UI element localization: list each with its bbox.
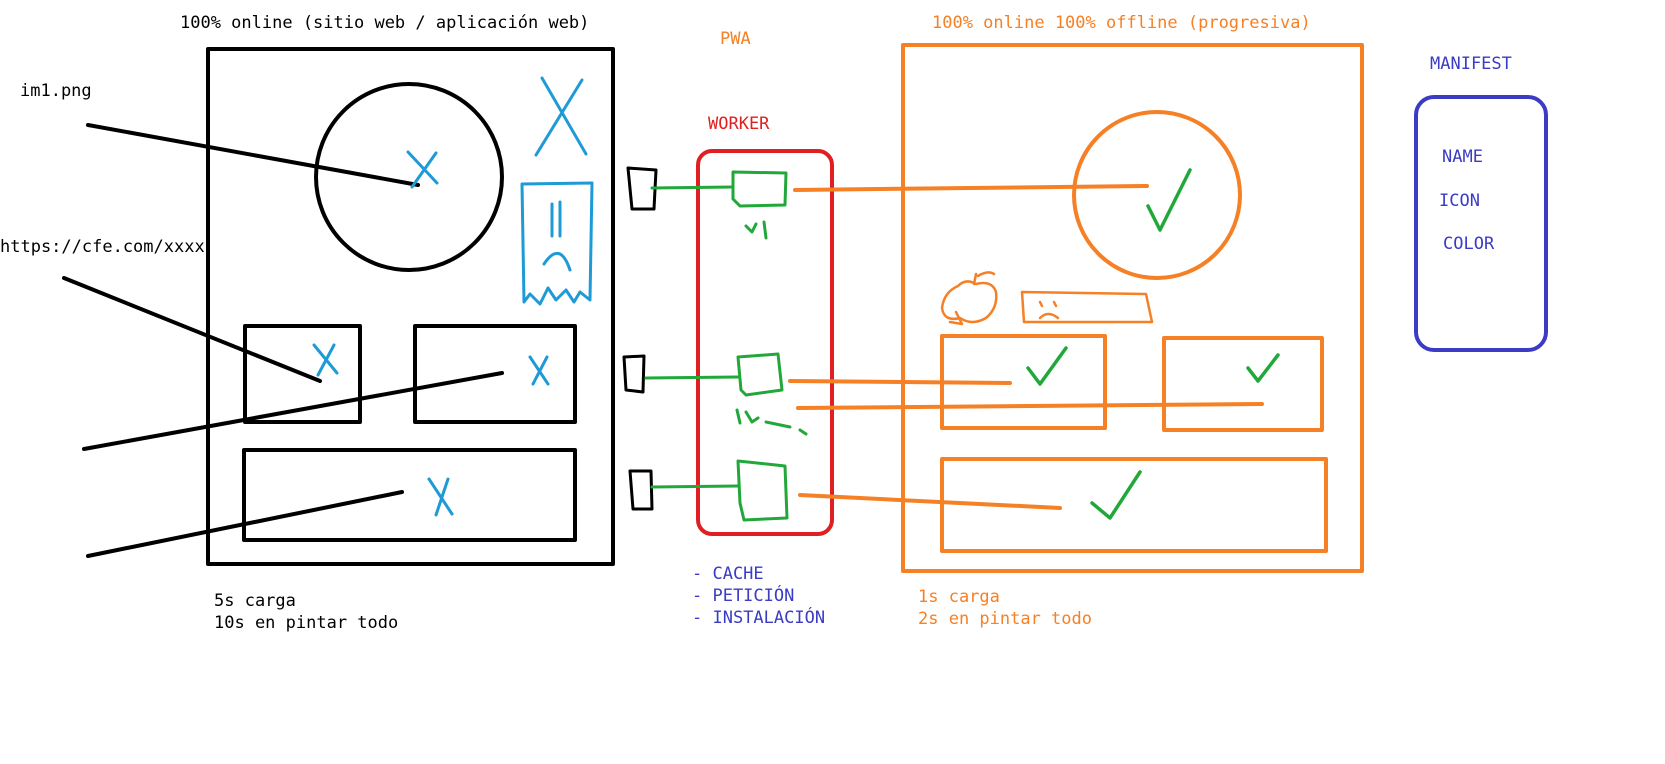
- progressive-metric-load: 1s carga: [918, 587, 1000, 607]
- cache-size-mark: [735, 408, 808, 436]
- cache-link: [650, 484, 740, 489]
- cache-item: [736, 459, 789, 522]
- progressive-hero-circle: [1072, 110, 1242, 280]
- check-icon: [1090, 470, 1142, 520]
- cache-link: [644, 375, 740, 380]
- sad-face-icon: [1020, 290, 1154, 324]
- torn-page-icon: [520, 181, 594, 306]
- request-cups: [622, 166, 658, 511]
- manifest-field-icon: ICON: [1439, 191, 1480, 211]
- progressive-block-wide: [940, 457, 1328, 553]
- progressive-block-medium: [1162, 336, 1324, 432]
- worker-title: WORKER: [708, 114, 770, 134]
- online-site: [206, 47, 615, 566]
- url-resource-label: https://cfe.com/xxxx: [0, 237, 205, 257]
- check-icon: [1246, 353, 1280, 383]
- cache-item: [731, 170, 788, 208]
- link-block-small: [788, 379, 1012, 385]
- x-icon: [427, 477, 454, 517]
- worker-task-request: - PETICIÓN: [692, 586, 795, 606]
- x-icon: [528, 355, 550, 386]
- check-icon: [1146, 168, 1192, 232]
- online-hero-circle: [314, 82, 504, 272]
- cache-to-site-links: [788, 184, 1264, 510]
- cup-icon: [628, 469, 654, 511]
- manifest-frame: [1414, 95, 1548, 352]
- offline-doodles: [940, 271, 1154, 326]
- manifest-field-color: COLOR: [1443, 234, 1495, 254]
- online-block-small: [243, 324, 362, 424]
- progressive-site: [901, 43, 1364, 573]
- pointer-line-block-medium: [82, 371, 504, 451]
- cache-version-mark: [744, 220, 768, 240]
- online-site-frame: [206, 47, 615, 566]
- checks: [1026, 168, 1280, 520]
- link-block-wide: [798, 493, 1062, 510]
- broken-marks: [312, 76, 594, 517]
- manifest-field-name: NAME: [1442, 147, 1483, 167]
- worker-frame: [696, 149, 834, 536]
- pointer-line-url: [62, 276, 322, 383]
- cache-item: [736, 352, 784, 397]
- x-icon: [534, 76, 588, 157]
- progressive-site-frame: [901, 43, 1364, 573]
- pwa-label: PWA: [720, 29, 751, 49]
- manifest-title: MANIFEST: [1430, 54, 1512, 74]
- pointer-line-block-wide: [86, 490, 404, 558]
- cup-icon: [626, 166, 658, 211]
- cup-icon: [622, 354, 646, 394]
- x-icon: [312, 343, 339, 377]
- apple-icon: [940, 271, 998, 326]
- progressive-metric-paint: 2s en pintar todo: [918, 609, 1092, 629]
- image-resource-label: im1.png: [20, 81, 92, 101]
- link-hero: [793, 184, 1149, 192]
- progressive-site-title: 100% online 100% offline (progresiva): [932, 13, 1311, 33]
- online-site-title: 100% online (sitio web / aplicación web): [180, 13, 590, 33]
- check-icon: [1026, 346, 1068, 386]
- resource-pointers: [62, 123, 504, 558]
- link-block-medium: [796, 402, 1264, 410]
- cache-link: [650, 185, 735, 190]
- online-block-wide: [242, 448, 577, 542]
- worker-task-cache: - CACHE: [692, 564, 764, 584]
- online-metric-paint: 10s en pintar todo: [214, 613, 399, 633]
- worker-task-install: - INSTALACIÓN: [692, 608, 826, 628]
- online-block-medium: [413, 324, 577, 424]
- cache-items: [644, 170, 808, 522]
- online-metric-load: 5s carga: [214, 591, 296, 611]
- x-icon: [406, 150, 439, 189]
- pointer-line-image: [86, 123, 420, 187]
